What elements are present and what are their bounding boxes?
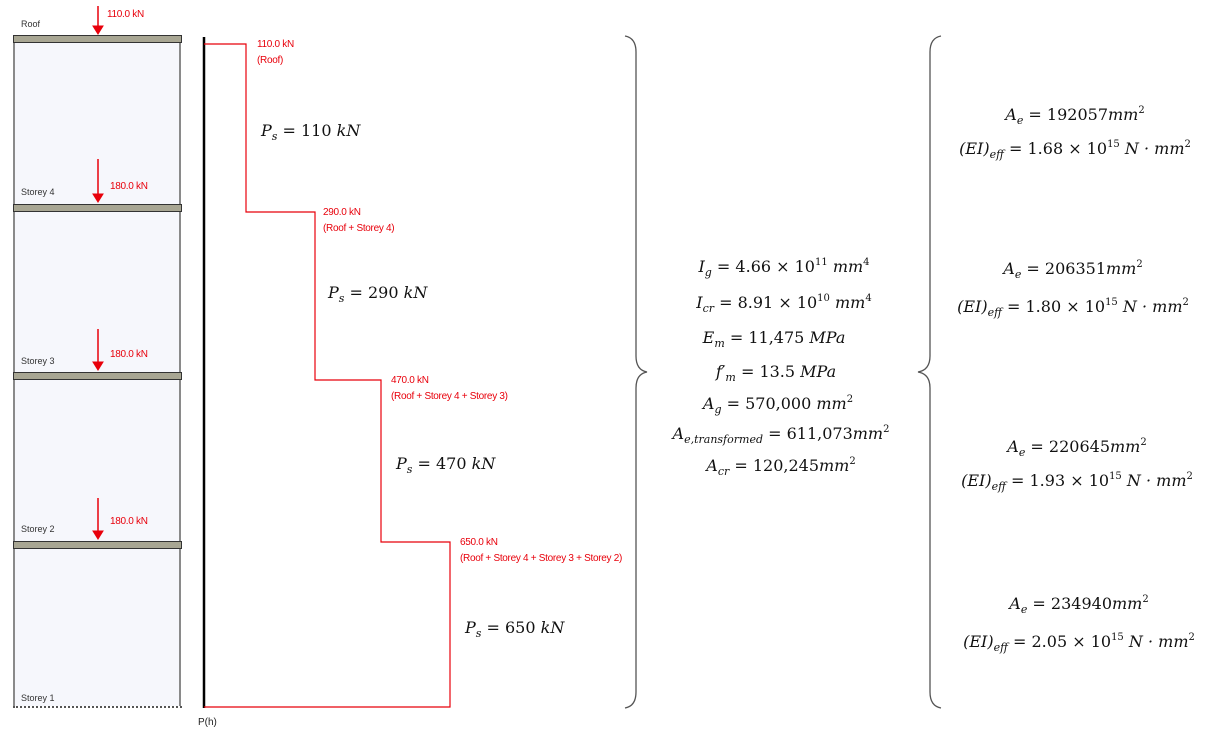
result-ei: (EI)eff = 1.68 × 1015 N · mm2 xyxy=(959,139,1191,161)
step-label: 110.0 kN (Roof) xyxy=(257,37,294,69)
load-label-roof: 110.0 kN xyxy=(107,9,144,20)
floor-label-roof: Roof xyxy=(21,19,41,29)
result-ei: (EI)eff = 1.80 × 1015 N · mm2 xyxy=(957,297,1189,319)
floor-label-storey-3: Storey 3 xyxy=(21,356,55,366)
prop-ae-transformed: Ae,transformed = 611,073mm2 xyxy=(672,424,890,446)
ps-equation: Ps = 290 kN xyxy=(328,283,428,305)
step-label: 650.0 kN (Roof + Storey 4 + Storey 3 + S… xyxy=(460,535,622,567)
result-block: Ae = 220645mm2 (EI)eff = 1.93 × 1015 N ·… xyxy=(961,431,1193,499)
prop-ig: Ig = 4.66 × 1011 mm4 xyxy=(698,257,870,279)
storey-3-slab xyxy=(13,372,182,380)
step-source: (Roof + Storey 4) xyxy=(323,223,395,234)
ps-equation: Ps = 650 kN xyxy=(465,618,565,640)
load-label-storey-4: 180.0 kN xyxy=(110,181,148,192)
load-arrow-icon xyxy=(92,329,104,371)
step-value: 290.0 kN xyxy=(323,207,361,218)
result-block: Ae = 234940mm2 (EI)eff = 2.05 × 1015 N ·… xyxy=(963,586,1195,662)
prop-em: Em = 11,475 MPa xyxy=(702,328,846,350)
ps-equation: Ps = 110 kN xyxy=(261,121,361,143)
floor-label-storey-1: Storey 1 xyxy=(21,693,55,703)
step-label: 290.0 kN (Roof + Storey 4) xyxy=(323,205,395,237)
storey-2-slab xyxy=(13,541,182,549)
load-arrow-icon xyxy=(92,498,104,540)
floor-label-storey-2: Storey 2 xyxy=(21,524,55,534)
ps-equation: Ps = 470 kN xyxy=(396,454,496,476)
load-label-storey-2: 180.0 kN xyxy=(110,516,148,527)
storey-4-slab xyxy=(13,204,182,212)
ground-hatch xyxy=(13,704,182,708)
result-ei: (EI)eff = 1.93 × 1015 N · mm2 xyxy=(961,471,1193,493)
axis-label: P(h) xyxy=(198,717,217,728)
roof-slab xyxy=(13,35,182,43)
right-brace-icon xyxy=(917,35,942,709)
load-label-storey-3: 180.0 kN xyxy=(110,349,148,360)
prop-acr: Acr = 120,245mm2 xyxy=(706,456,856,478)
step-source: (Roof) xyxy=(257,55,283,66)
step-value: 110.0 kN xyxy=(257,39,294,50)
load-arrow-icon xyxy=(92,159,104,203)
result-block: Ae = 206351mm2 (EI)eff = 1.80 × 1015 N ·… xyxy=(957,251,1189,327)
step-label: 470.0 kN (Roof + Storey 4 + Storey 3) xyxy=(391,373,508,405)
result-ae: Ae = 220645mm2 xyxy=(1007,437,1147,459)
prop-icr: Icr = 8.91 × 1010 mm4 xyxy=(696,293,872,315)
floor-label-storey-4: Storey 4 xyxy=(21,187,55,197)
step-source: (Roof + Storey 4 + Storey 3 + Storey 2) xyxy=(460,553,622,564)
building-frame xyxy=(13,36,181,706)
left-brace-icon xyxy=(624,35,648,709)
prop-fm: f′m = 13.5 MPa xyxy=(715,362,837,384)
step-value: 470.0 kN xyxy=(391,375,429,386)
step-source: (Roof + Storey 4 + Storey 3) xyxy=(391,391,508,402)
result-ei: (EI)eff = 2.05 × 1015 N · mm2 xyxy=(963,632,1195,654)
axial-load-step-line xyxy=(204,43,451,708)
result-block: Ae = 192057mm2 (EI)eff = 1.68 × 1015 N ·… xyxy=(959,99,1191,167)
result-ae: Ae = 192057mm2 xyxy=(1005,105,1145,127)
result-ae: Ae = 206351mm2 xyxy=(1003,259,1143,281)
load-arrow-icon xyxy=(92,6,104,35)
prop-ag: Ag = 570,000 mm2 xyxy=(702,394,854,416)
step-value: 650.0 kN xyxy=(460,537,498,548)
result-ae: Ae = 234940mm2 xyxy=(1009,594,1149,616)
